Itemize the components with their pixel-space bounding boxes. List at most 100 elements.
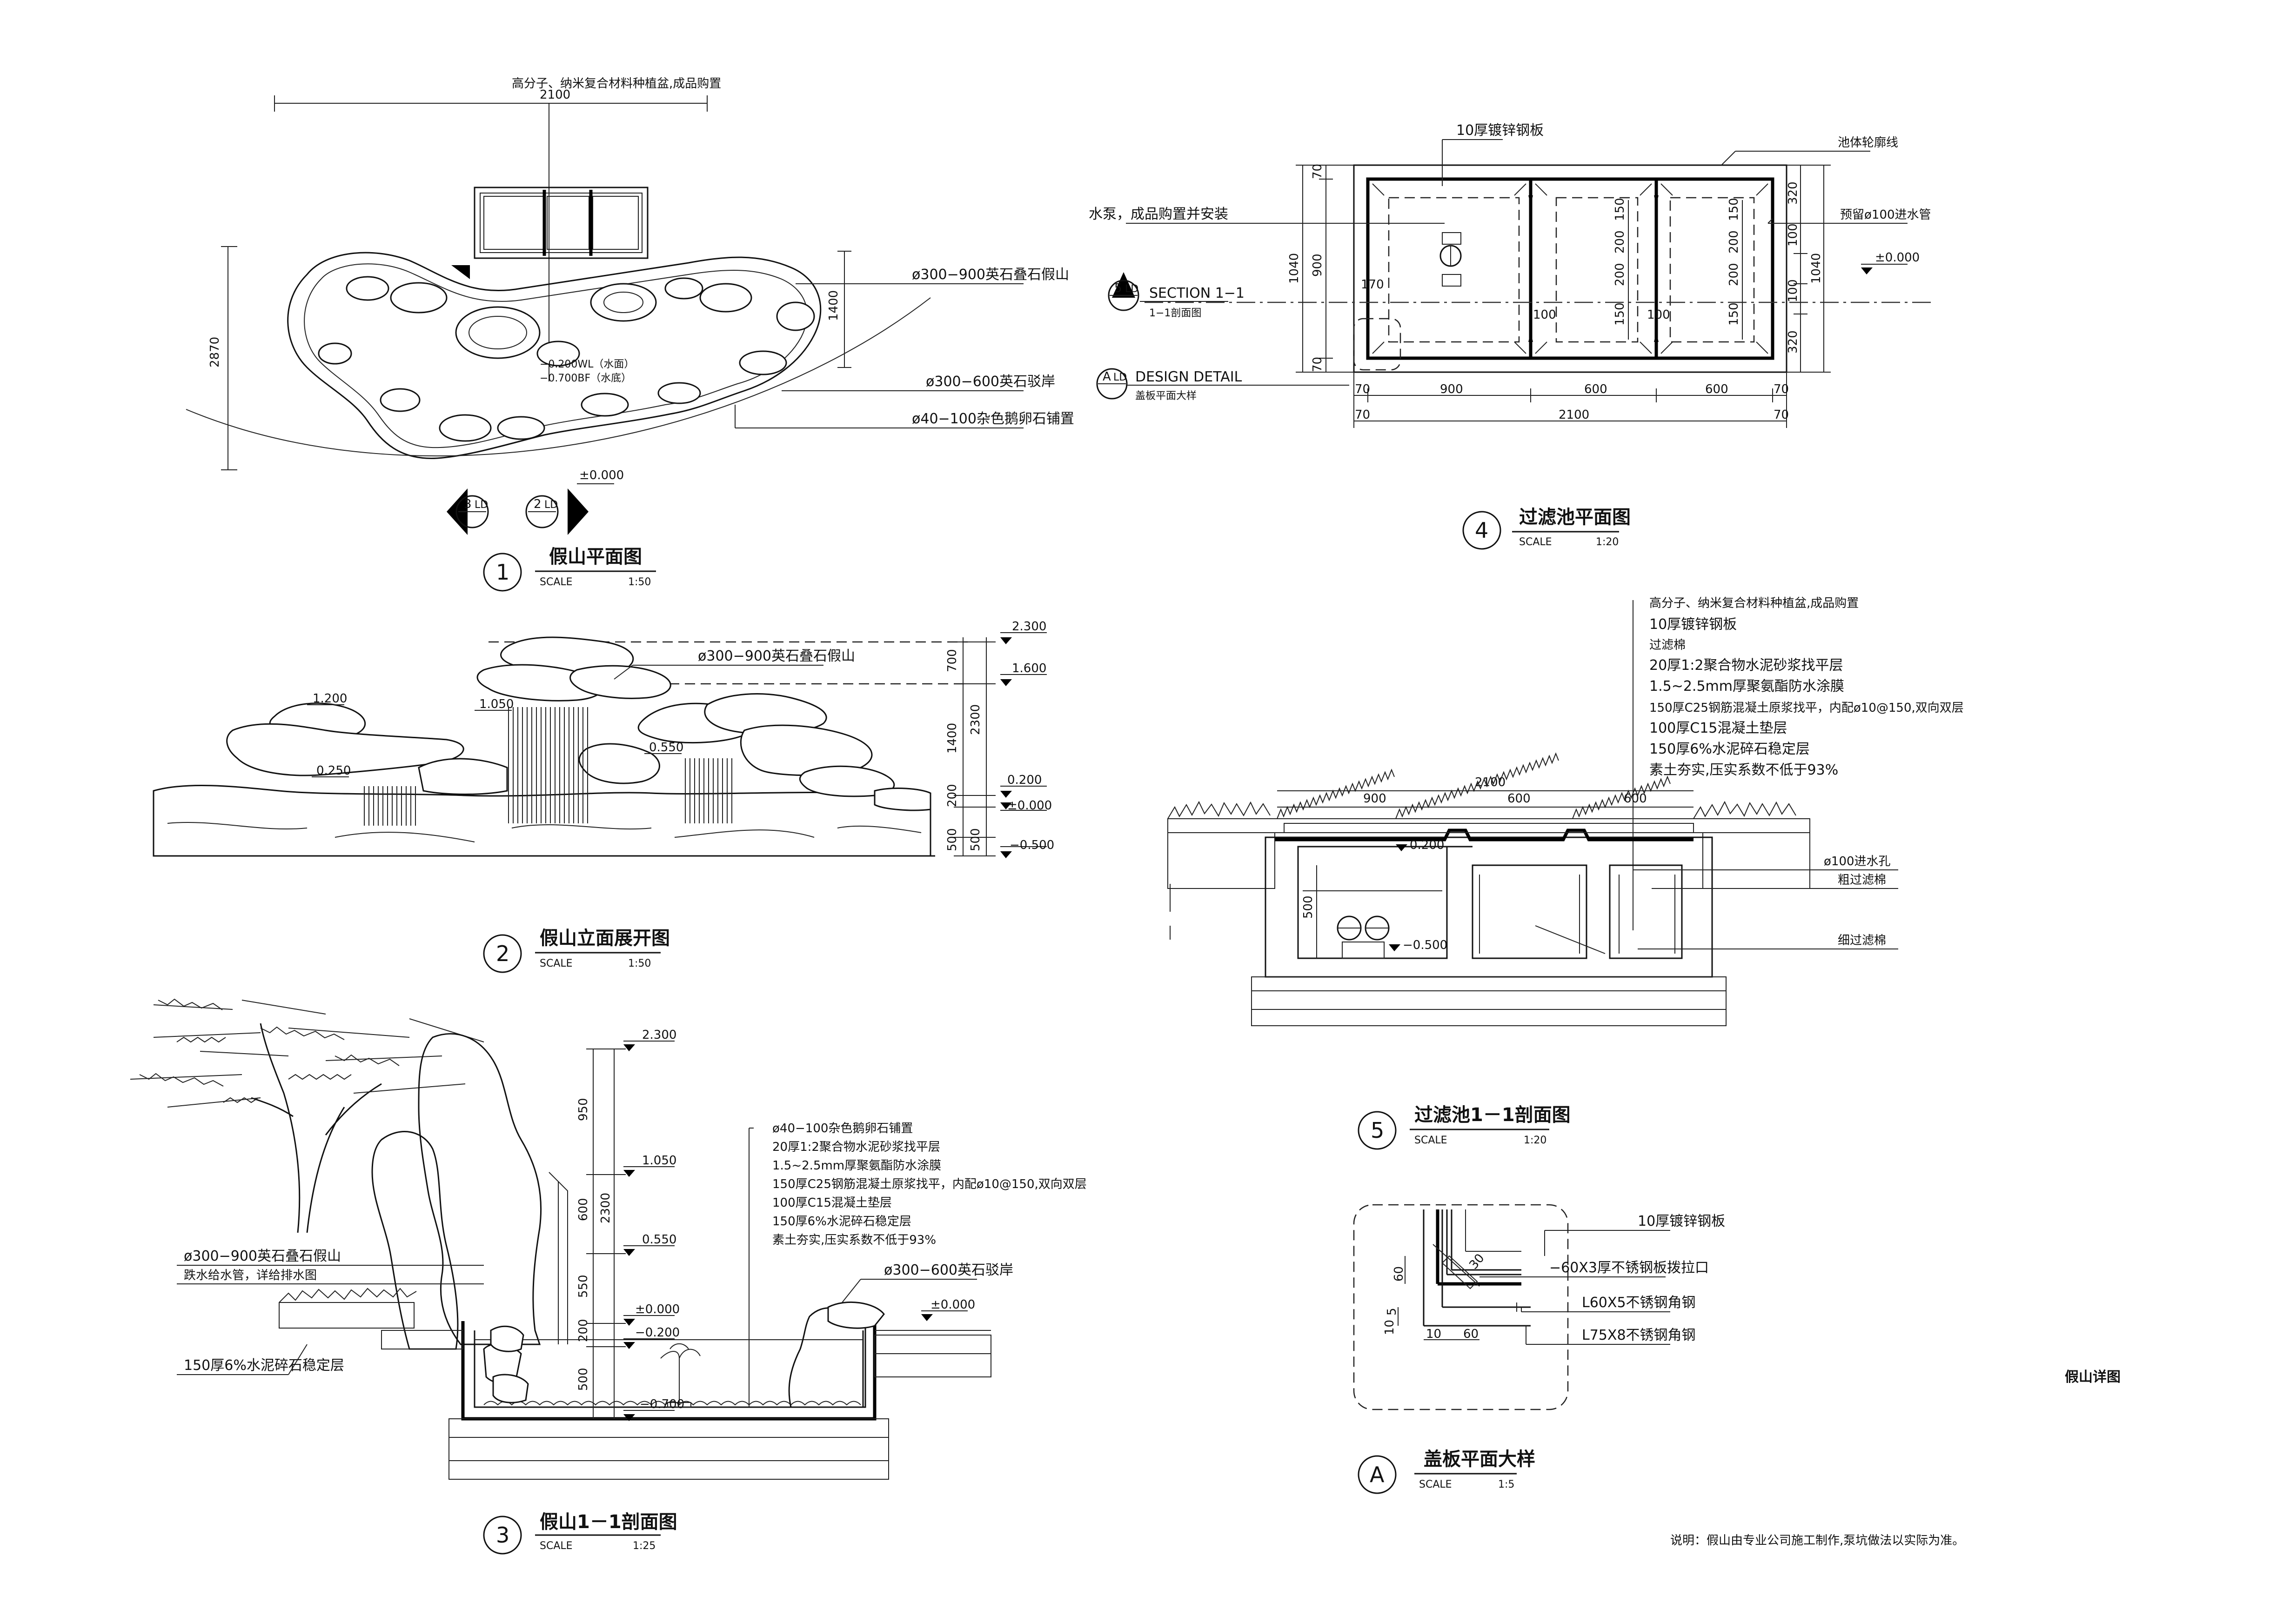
view4-filter-plan: 水泵，成品购置并安装 10厚镀锌钢板 池体轮廓线 预留ø100进水管 ±0.00…: [1089, 122, 1931, 550]
svg-text:600: 600: [1705, 382, 1728, 396]
svg-text:2: 2: [534, 497, 542, 511]
svg-text:550: 550: [576, 1275, 590, 1298]
svg-text:A: A: [1370, 1462, 1385, 1487]
svg-text:70: 70: [1774, 408, 1789, 422]
svg-text:1.600: 1.600: [1012, 661, 1046, 675]
view-title-3: 3 假山1－1剖面图 SCALE 1:25: [483, 1511, 677, 1555]
svg-text:3: 3: [496, 1523, 509, 1548]
svg-text:1.5~2.5mm厚聚氨酯防水涂膜: 1.5~2.5mm厚聚氨酯防水涂膜: [1649, 678, 1844, 695]
plan4-level: ±0.000: [1875, 251, 1920, 265]
svg-text:150厚6%水泥碎石稳定层: 150厚6%水泥碎石稳定层: [1649, 741, 1810, 757]
inner-dims: 150 200 200 150 150 200 200 150 170 100 …: [1361, 198, 1743, 340]
svg-text:20厚1:2聚合物水泥砂浆找平层: 20厚1:2聚合物水泥砂浆找平层: [1649, 657, 1843, 674]
svg-text:5: 5: [1114, 281, 1122, 295]
view-title-5: 5 过滤池1－1剖面图 SCALE 1:20: [1358, 1104, 1571, 1150]
svg-text:盖板平面大样: 盖板平面大样: [1135, 390, 1197, 402]
svg-text:假山平面图: 假山平面图: [549, 546, 642, 568]
svg-text:2100: 2100: [1559, 408, 1589, 422]
sec3-left-2: 跌水给水管，详给排水图: [184, 1269, 317, 1282]
svg-text:SCALE: SCALE: [1519, 536, 1552, 548]
svg-text:100厚C15混凝土垫层: 100厚C15混凝土垫层: [1649, 720, 1787, 736]
svg-text:320: 320: [1786, 330, 1800, 354]
svg-text:1:50: 1:50: [628, 958, 651, 969]
svg-text:−0.700: −0.700: [640, 1397, 684, 1411]
svg-text:3: 3: [464, 497, 472, 511]
detail-ref-A: A LD DESIGN DETAIL 盖板平面大样: [1096, 368, 1349, 402]
svg-text:600: 600: [1584, 382, 1607, 396]
waterfall-3: [684, 758, 735, 823]
svg-text:1:20: 1:20: [1524, 1135, 1546, 1146]
waterfall-1: [361, 786, 416, 826]
steel-label: 10厚镀锌钢板: [1456, 122, 1544, 139]
view3-section: ø40−100杂色鹅卵石铺置 20厚1:2聚合物水泥砂浆找平层 1.5~2.5m…: [130, 998, 1087, 1555]
svg-text:过滤池平面图: 过滤池平面图: [1519, 507, 1631, 528]
svg-text:10: 10: [1383, 1320, 1397, 1335]
svg-text:LD: LD: [475, 499, 488, 511]
outline-label: 池体轮廓线: [1838, 136, 1898, 150]
svg-text:900: 900: [1363, 792, 1386, 806]
rock-label-3: ø40−100杂色鹅卵石铺置: [912, 411, 1074, 427]
svg-text:高分子、纳米复合材料种植盆,成品购置: 高分子、纳米复合材料种植盆,成品购置: [1649, 596, 1859, 610]
svg-text:70: 70: [1311, 164, 1325, 179]
coarse-label: 粗过滤棉: [1838, 873, 1886, 887]
bottom-dims: 70 900 600 600 70 70 2100 70: [1353, 372, 1789, 428]
elev-dimensions: 700 1400 2300 200 500 500 2.300 1.600 0.…: [945, 620, 1054, 858]
svg-text:500: 500: [969, 828, 983, 851]
svg-text:±0.000: ±0.000: [635, 1302, 680, 1316]
pump-icon: [1439, 232, 1462, 287]
svg-text:过滤池1－1剖面图: 过滤池1－1剖面图: [1414, 1104, 1571, 1126]
svg-text:70: 70: [1355, 408, 1370, 422]
svg-text:假山立面展开图: 假山立面展开图: [540, 928, 670, 949]
angle2-label: L75X8不锈钢角钢: [1582, 1327, 1696, 1343]
svg-text:150厚C25钢筋混凝土原浆找平，内配ø10@150,双向双: 150厚C25钢筋混凝土原浆找平，内配ø10@150,双向双层: [772, 1177, 1087, 1191]
svg-text:200: 200: [1613, 263, 1627, 286]
right-dims: 320 100 100 320 1040: [1786, 165, 1831, 373]
svg-text:150: 150: [1613, 302, 1627, 326]
sec3-right-1: ø300−600英石驳岸: [884, 1262, 1013, 1278]
svg-text:150厚C25钢筋混凝土原浆找平，内配ø10@150,双向双: 150厚C25钢筋混凝土原浆找平，内配ø10@150,双向双层: [1649, 701, 1964, 715]
detailA: 30 10厚镀锌钢板 −60X3厚不锈钢板拨拉口 L60X5不锈钢角钢 L75X…: [1353, 1204, 1725, 1494]
svg-text:2.300: 2.300: [642, 1028, 676, 1042]
dim-top: 2100: [540, 88, 570, 102]
svg-text:1.5~2.5mm厚聚氨酯防水涂膜: 1.5~2.5mm厚聚氨酯防水涂膜: [772, 1159, 941, 1173]
svg-text:200: 200: [1613, 230, 1627, 254]
svg-text:700: 700: [945, 649, 959, 672]
svg-text:70: 70: [1311, 357, 1325, 372]
svg-text:0.550: 0.550: [642, 1233, 676, 1247]
planter-label: 高分子、纳米复合材料种植盆,成品购置: [512, 77, 721, 91]
svg-text:ø40−100杂色鹅卵石铺置: ø40−100杂色鹅卵石铺置: [772, 1122, 913, 1135]
sec5-lv-0200: 0.200: [1410, 838, 1444, 852]
view-title-4: 4 过滤池平面图 SCALE 1:20: [1462, 507, 1631, 550]
svg-text:±0.000: ±0.000: [930, 1298, 975, 1312]
view5-filter-section: 高分子、纳米复合材料种植盆,成品购置 10厚镀锌钢板 过滤棉 20厚1:2聚合物…: [1167, 596, 1964, 1150]
svg-text:1:5: 1:5: [1498, 1479, 1514, 1490]
dim-depth: 2870: [208, 337, 222, 367]
svg-text:−0.500: −0.500: [1010, 838, 1054, 852]
svg-text:500: 500: [576, 1368, 590, 1391]
svg-text:200: 200: [576, 1319, 590, 1342]
svg-text:±0.000: ±0.000: [1007, 799, 1052, 813]
dim-1400: 1400: [827, 290, 841, 321]
svg-text:盖板平面大样: 盖板平面大样: [1424, 1449, 1535, 1470]
svg-text:DESIGN DETAIL: DESIGN DETAIL: [1135, 369, 1242, 385]
svg-text:20厚1:2聚合物水泥砂浆找平层: 20厚1:2聚合物水泥砂浆找平层: [772, 1140, 940, 1154]
sec3-dimensions: 950 600 550 2300 200 500 2.300 1.050 0.5…: [576, 1028, 684, 1421]
view1-plan: 2100 高分子、纳米复合材料种植盆,成品购置: [186, 77, 1074, 592]
svg-text:900: 900: [1311, 254, 1325, 277]
svg-text:60: 60: [1392, 1266, 1406, 1282]
svg-text:2300: 2300: [599, 1193, 613, 1223]
svg-text:5: 5: [1385, 1308, 1399, 1316]
svg-text:1040: 1040: [1287, 253, 1301, 284]
svg-text:2.300: 2.300: [1012, 620, 1046, 634]
svg-text:LD: LD: [1125, 283, 1138, 295]
water-level: −0.200WL（水面）: [540, 359, 634, 370]
svg-text:10厚镀锌钢板: 10厚镀锌钢板: [1649, 616, 1737, 633]
plan-level: ±0.000: [579, 468, 624, 482]
bottom-level: −0.700BF（水底）: [540, 373, 631, 384]
svg-text:500: 500: [1301, 895, 1315, 919]
section-pond: [279, 1288, 991, 1480]
svg-text:素土夯实,压实系数不低于93%: 素土夯实,压实系数不低于93%: [1649, 762, 1838, 778]
section-marker-3: 3 LD: [447, 488, 489, 535]
svg-text:150厚6%水泥碎石稳定层: 150厚6%水泥碎石稳定层: [772, 1215, 911, 1229]
